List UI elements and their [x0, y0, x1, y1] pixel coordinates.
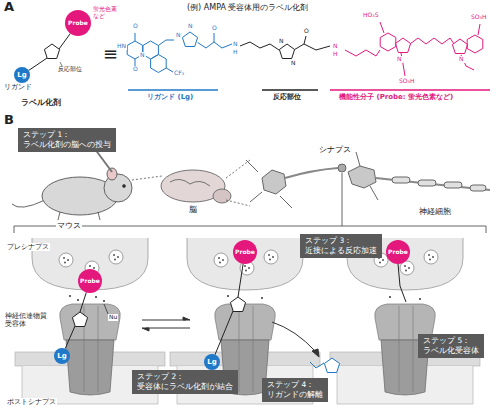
step-text: ラベル化受容体 — [423, 346, 479, 356]
figure-label: H — [332, 51, 339, 58]
ligand-circle: Lg — [14, 67, 30, 83]
figure-label: HN — [116, 43, 127, 50]
circle-text: Probe — [80, 278, 100, 284]
step-text: 近接による反応加速 — [305, 246, 377, 256]
figure-label: リガンド (Lg) — [146, 93, 194, 101]
circle-text: Lg — [17, 72, 26, 79]
figure-label: HO₃S — [362, 12, 379, 19]
figure-label: O — [211, 25, 218, 32]
figure-label: A — [3, 0, 15, 15]
bond-line — [215, 264, 243, 355]
figure-label: B — [3, 113, 15, 128]
figure-label: N — [278, 38, 285, 45]
figure-label: CF₃ — [173, 70, 185, 77]
figure-label: N — [290, 60, 297, 67]
figure-label: N — [396, 56, 403, 63]
figure-label: 反応部位 — [57, 66, 83, 73]
figure-label: 機能性分子 (Probe: 蛍光色素など) — [338, 93, 454, 101]
figure-label: 神経細胞 — [418, 208, 452, 217]
step-text: ラベル化剤の脳への投与 — [23, 140, 111, 150]
figure-label: N — [458, 56, 465, 63]
step-text: ステップ 5： — [423, 336, 479, 346]
figure-label: H — [232, 49, 239, 56]
step-box: ステップ 5：ラベル化受容体 — [418, 334, 484, 358]
circle-text: Lg — [207, 359, 216, 366]
figure-label: SO₃H — [398, 78, 415, 85]
figure-label: O — [132, 23, 139, 30]
figure-label: リガンド — [3, 84, 33, 91]
figure-label: 脳 — [188, 206, 198, 215]
circle-text: Probe — [388, 249, 408, 255]
step-text: ステップ 1： — [23, 130, 111, 140]
figure-label: SO₃H — [470, 14, 487, 21]
step-text: 受容体にラベル化剤が結合 — [137, 382, 233, 392]
figure-label: 蛍光色素 など — [92, 6, 120, 20]
figure-label: 神経伝達物質 受容体 — [4, 312, 54, 328]
step-box: ステップ 1：ラベル化剤の脳への投与 — [18, 128, 116, 152]
figure-label: プレシナプス — [6, 243, 50, 251]
step-text: リガンドの解離 — [267, 390, 323, 400]
figure-label: ポストシナプス — [6, 398, 57, 406]
probe-circle: Probe — [233, 240, 257, 264]
step-box: ステップ 4：リガンドの解離 — [262, 378, 328, 402]
figure-label: O — [132, 66, 139, 73]
figure-label: シナプス — [318, 146, 352, 155]
figure-label: 反応部位 — [272, 93, 302, 101]
circle-text: Probe — [235, 249, 255, 255]
figure-label: (例) AMPA 受容体用のラベル化剤 — [186, 3, 310, 12]
figure-label: Nu — [108, 314, 118, 321]
figure-label: N — [187, 23, 194, 30]
figure-label: N — [232, 41, 239, 48]
figure-label: マウス — [56, 222, 82, 231]
step-box: ステップ 3：近接による反応加速 — [300, 234, 382, 258]
figure-label: ラベル化剤 — [20, 99, 62, 108]
circle-text: Probe — [68, 20, 88, 26]
figure-label: N — [332, 43, 339, 50]
probe-circle: Probe — [386, 240, 410, 264]
bond-line — [65, 292, 86, 348]
probe-circle: Probe — [78, 269, 102, 293]
circle-text: Lg — [57, 353, 66, 360]
step-text: ステップ 2： — [137, 372, 233, 382]
bond-line — [29, 33, 71, 70]
figure-label: O — [303, 28, 310, 35]
ligand-circle: Lg — [54, 348, 70, 364]
figure-label: N — [175, 32, 182, 39]
figure-label: N — [139, 52, 146, 59]
step-box: ステップ 2：受容体にラベル化剤が結合 — [132, 370, 238, 394]
step-text: ステップ 4： — [267, 380, 323, 390]
probe-circle: Probe — [65, 10, 91, 36]
ligand-circle: Lg — [204, 354, 220, 370]
step-text: ステップ 3： — [305, 236, 377, 246]
